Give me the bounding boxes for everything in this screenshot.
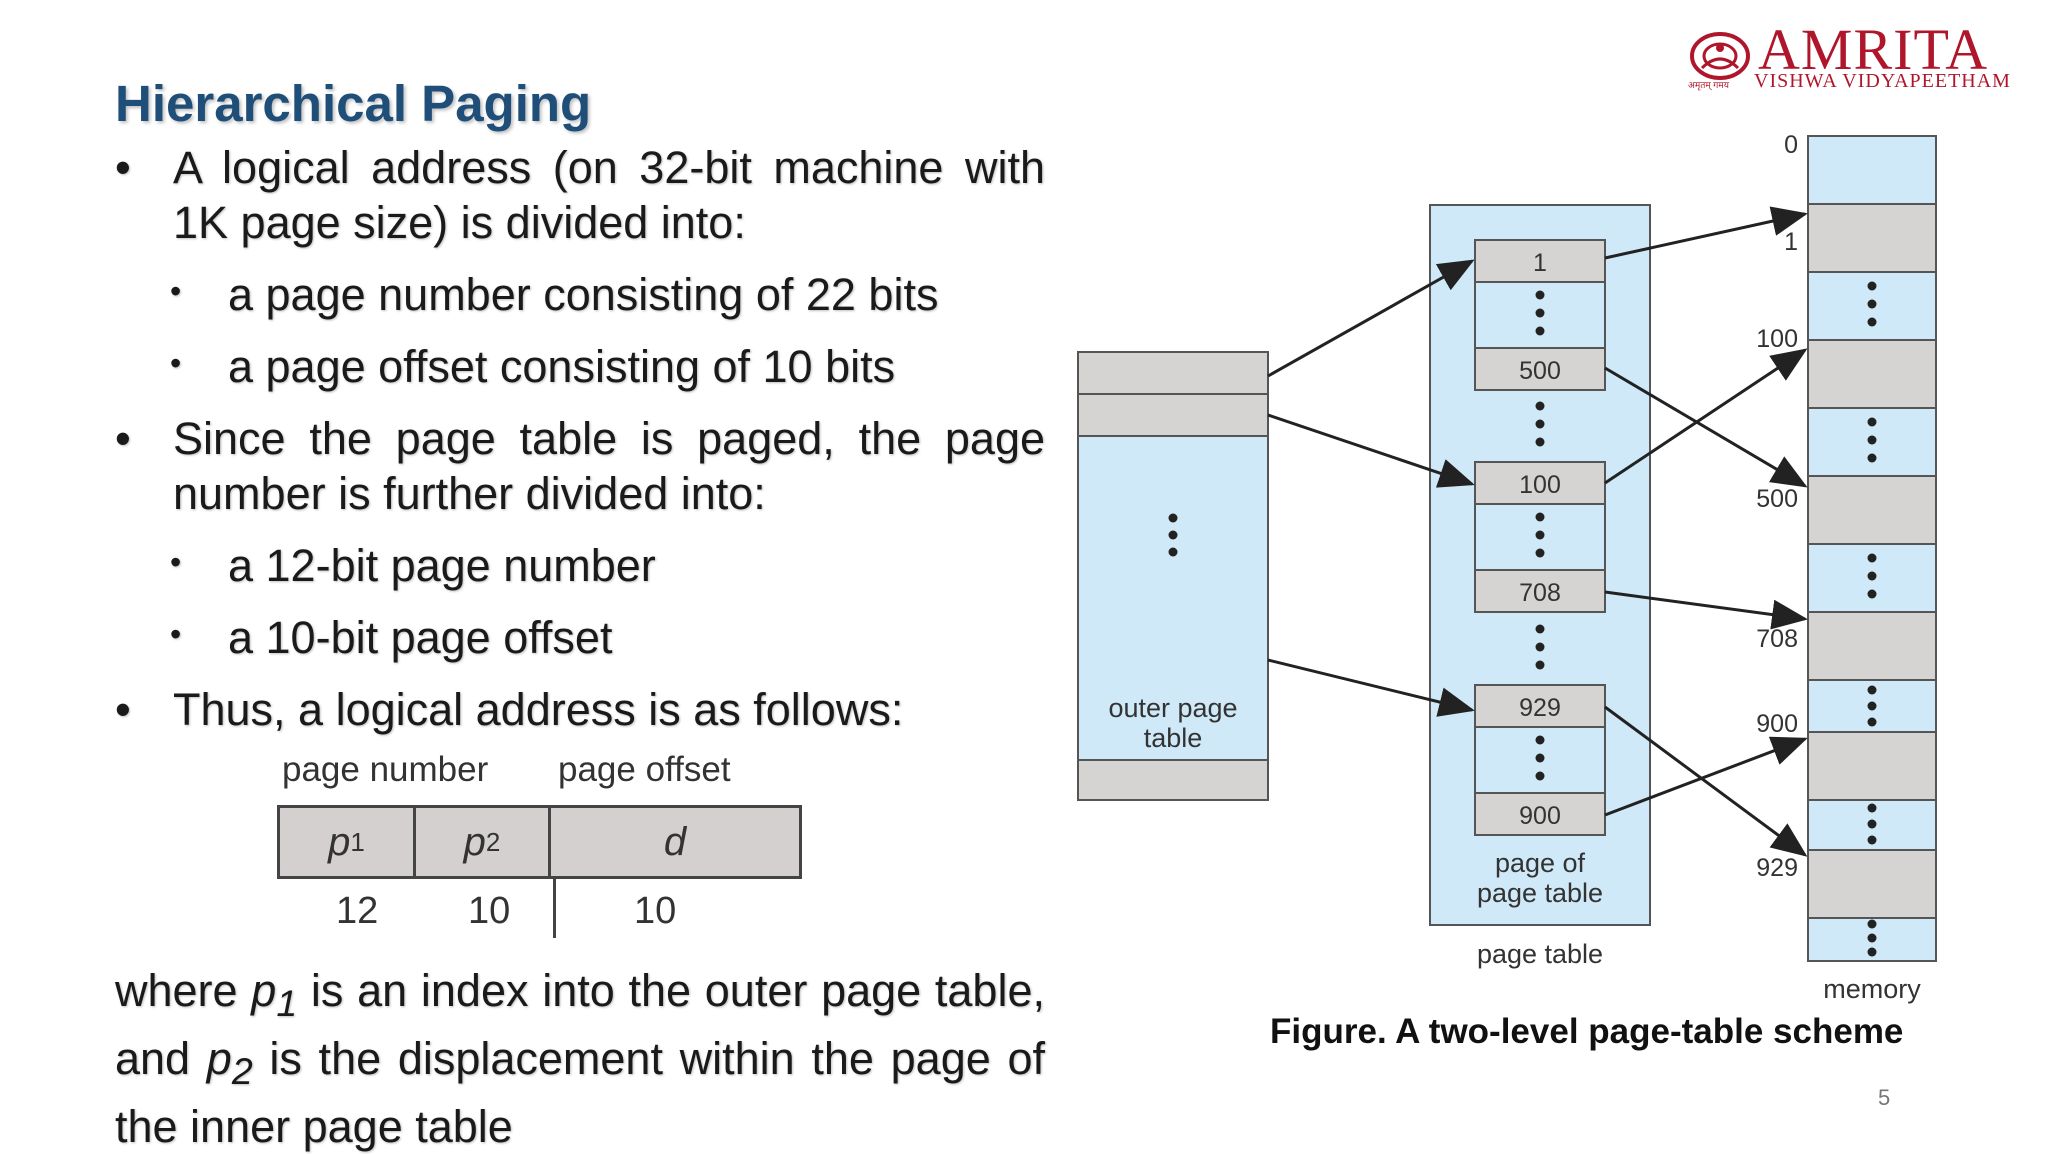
outer-table-label: table	[1144, 723, 1203, 753]
slide-page-number: 5	[1878, 1085, 1891, 1110]
page-entry-100	[1474, 461, 1606, 505]
page-entry-label: 708	[1519, 579, 1561, 607]
arrow-500-to-memory	[1604, 366, 1808, 488]
where-text: is an index into the outer page table, a…	[115, 965, 1045, 1084]
where-text: where	[115, 965, 252, 1016]
pointer-arrows	[1267, 206, 1808, 857]
memory-address-label: 500	[1756, 485, 1798, 513]
where-text: is the displacement within the page of t…	[115, 1033, 1045, 1152]
page-of-page-table-label: page of	[1495, 848, 1586, 878]
figure-caption: Figure. A two-level page-table scheme	[1270, 1012, 1904, 1051]
p2-bits: 10	[468, 890, 511, 932]
p2-subscript: 2	[485, 826, 501, 857]
emblem-icon	[1690, 32, 1750, 80]
page-entry-label: 500	[1519, 357, 1561, 385]
sub-bullet-item: a 10-bit page offset	[115, 607, 1045, 665]
page-entry-label: 100	[1519, 471, 1561, 499]
sub-bullet-item: a 12-bit page number	[115, 535, 1045, 593]
bullet-list: A logical address (on 32-bit machine wit…	[115, 140, 1045, 754]
d-field: d	[548, 805, 802, 879]
p1-bits: 12	[336, 890, 379, 932]
page-number-header: page number	[282, 750, 489, 789]
field-divider	[553, 878, 556, 938]
memory-address-label: 100	[1756, 325, 1798, 353]
page-entry-label: 929	[1519, 694, 1561, 722]
page-entry-900	[1474, 792, 1606, 836]
memory-label: memory	[1823, 974, 1921, 1004]
page-table-area: 1 500 100 708 929 900 page of page table…	[1429, 204, 1651, 969]
page-entry-929	[1474, 684, 1606, 728]
bullet-item: Since the page table is paged, the page …	[115, 411, 1045, 521]
logo-tagline: अमृतम् गमय	[1688, 80, 1729, 90]
memory-address-label: 0	[1784, 131, 1798, 159]
bullet-item: A logical address (on 32-bit machine wit…	[115, 140, 1045, 250]
sub-bullet-item: a page number consisting of 22 bits	[115, 264, 1045, 322]
p2-letter: p	[463, 819, 486, 864]
memory-address-label: 929	[1756, 854, 1798, 882]
logo-name: AMRITA	[1758, 17, 1989, 82]
page-entry-708	[1474, 569, 1606, 613]
page-entry-label: 900	[1519, 802, 1561, 830]
sub-bullet-item: a page offset consisting of 10 bits	[115, 336, 1045, 394]
d-bits: 10	[634, 890, 677, 932]
memory-address-label: 1	[1784, 228, 1798, 256]
page-offset-header: page offset	[558, 750, 731, 789]
outer-page-table: outer page table	[1077, 351, 1269, 801]
outer-table-label: outer page	[1108, 693, 1237, 723]
p2-var: p	[206, 1033, 232, 1084]
arrow-outer-to-100	[1267, 413, 1475, 488]
memory-address-label: 900	[1756, 710, 1798, 738]
amrita-logo: AMRITA VISHWA VIDYAPEETHAM अमृतम् गमय	[1688, 20, 2033, 93]
p1-subscript: 1	[350, 826, 365, 857]
page-entry-label: 1	[1533, 249, 1547, 277]
logo-subtitle: VISHWA VIDYAPEETHAM	[1754, 70, 2011, 92]
arrow-900-to-memory	[1604, 736, 1808, 817]
p1-letter: p	[328, 819, 351, 864]
p1-var-sub: 1	[276, 982, 298, 1024]
p2-var-sub: 2	[231, 1050, 253, 1092]
arrow-100-to-memory	[1604, 348, 1808, 485]
slide-title: Hierarchical Paging	[115, 75, 592, 132]
arrow-929-to-memory	[1604, 705, 1808, 857]
arrow-1-to-memory	[1604, 206, 1808, 260]
arrow-outer-to-929	[1267, 658, 1475, 717]
two-level-page-table-diagram: outer page table 1 500 100 708 929 900 p…	[1077, 131, 1937, 1004]
arrow-708-to-memory	[1604, 590, 1808, 630]
memory-address-label: 708	[1756, 625, 1798, 653]
page-table-label: page table	[1477, 939, 1603, 969]
arrow-outer-to-1	[1267, 259, 1475, 378]
where-paragraph: where p1 is an index into the outer page…	[115, 963, 1045, 1154]
bullet-item: Thus, a logical address is as follows:	[115, 682, 1045, 737]
memory-column: 0 1 100 500 708 900 929 memory	[1756, 131, 1937, 1004]
page-of-page-table-label: page table	[1477, 878, 1603, 908]
p1-var: p	[251, 965, 277, 1016]
page-entry-500	[1474, 347, 1606, 391]
